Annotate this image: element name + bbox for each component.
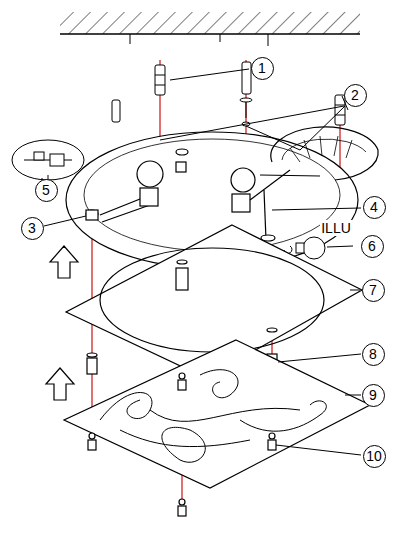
ring-detail	[246, 126, 378, 180]
callout-number: 7	[362, 279, 385, 302]
detail-bubble	[12, 140, 84, 180]
glass-plate-9	[64, 340, 370, 516]
callout-number: 10	[363, 445, 386, 468]
callout-number: 5	[35, 179, 58, 202]
ceiling	[60, 12, 360, 46]
callout-number: 9	[362, 384, 385, 407]
leader-lines	[44, 69, 361, 455]
callout-number: 4	[363, 196, 386, 219]
callout-number: 6	[361, 235, 384, 258]
up-arrow	[46, 246, 78, 400]
part-label: ILLU	[320, 220, 352, 236]
callout-number: 2	[344, 84, 367, 107]
callout-number: 3	[21, 217, 44, 240]
callout-number: 8	[362, 343, 385, 366]
callout-number: 1	[251, 57, 274, 80]
wall-plugs-screws	[112, 62, 345, 126]
